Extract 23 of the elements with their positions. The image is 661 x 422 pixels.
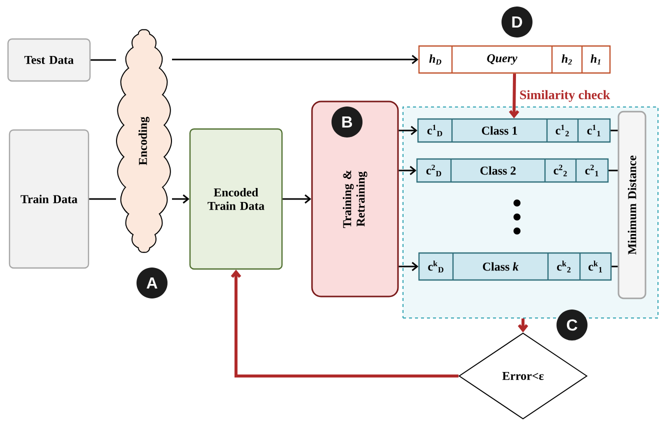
arrow <box>508 74 520 118</box>
class-vector: c$^{2}$D Class 2 c$^{2}$2 c$^{2}$1 <box>416 158 609 183</box>
data-box: Test Data <box>7 38 91 82</box>
arrow <box>398 166 416 176</box>
step-badge: A <box>136 268 168 298</box>
minimum-distance-box: Minimum Distance <box>618 110 646 300</box>
step-badge: B <box>332 106 362 138</box>
class-vector: c$^{k}$D Class k c$^{k}$2 c$^{k}$1 <box>418 252 612 281</box>
arrow <box>172 194 190 204</box>
arrow <box>230 270 458 378</box>
encoding-cloud: Encoding <box>116 29 172 253</box>
edge-label: Similarity check <box>520 90 610 102</box>
arrow <box>172 54 418 64</box>
query-vector: h$_{D}$ Query h$_{2}$ h$_{1}$ <box>418 45 611 74</box>
arrow <box>398 262 418 272</box>
step-badge: D <box>502 6 532 38</box>
class-vector: c$^{1}$D Class 1 c$^{1}$2 c$^{1}$1 <box>417 118 611 143</box>
step-badge: C <box>556 310 588 340</box>
arrow <box>518 318 528 332</box>
data-box: Train Data <box>8 129 90 269</box>
process-box: Encoded Train Data <box>189 128 283 270</box>
arrow <box>398 126 418 136</box>
arrow <box>282 194 312 204</box>
